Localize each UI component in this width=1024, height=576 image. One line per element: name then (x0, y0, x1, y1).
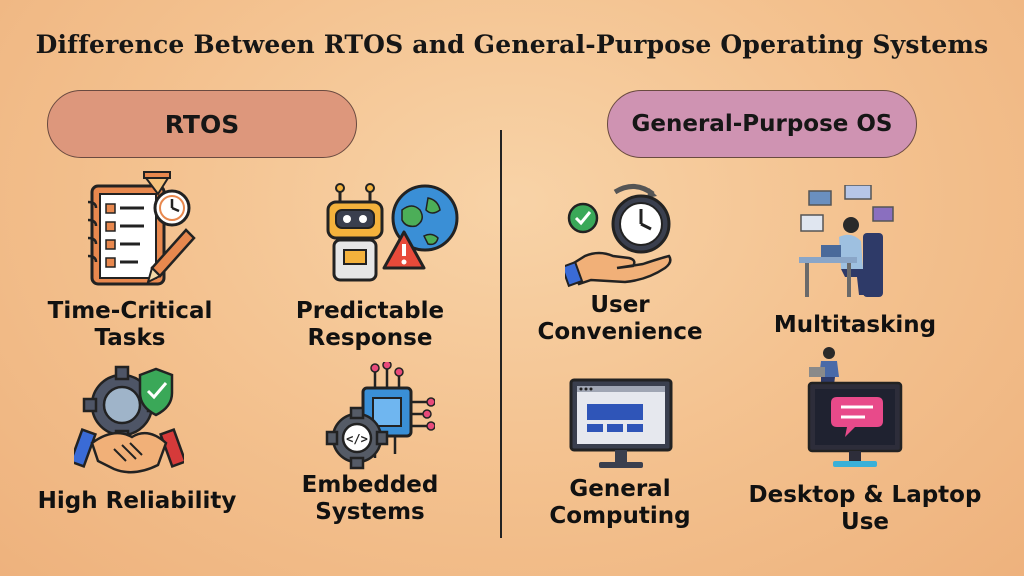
label-line: Predictable (295, 298, 445, 324)
label-desktop-laptop-use: Desktop & Laptop Use (730, 482, 1000, 536)
woman-desk-screens-icon (799, 185, 894, 297)
svg-text:</>: </> (346, 432, 368, 446)
hand-clock-check-icon (565, 184, 672, 288)
label-line: Desktop & Laptop (748, 482, 982, 508)
robot-globe-warning-icon (326, 183, 459, 282)
page-title: Difference Between RTOS and General-Purp… (35, 30, 989, 59)
rtos-heading-pill: RTOS (47, 90, 357, 158)
label-line: Multitasking (773, 312, 937, 338)
label-time-critical-tasks: Time-Critical Tasks (20, 298, 240, 352)
label-general-computing: General Computing (530, 476, 710, 530)
label-line: Computing (549, 503, 691, 529)
label-multitasking: Multitasking (755, 312, 955, 339)
column-divider (500, 130, 502, 538)
label-line: Convenience (537, 319, 703, 345)
label-high-reliability: High Reliability (12, 488, 262, 515)
label-line: Embedded (301, 472, 439, 498)
label-line: General (569, 476, 671, 502)
label-line: Use (841, 509, 889, 535)
label-line: Response (307, 325, 433, 351)
rtos-heading-label: RTOS (164, 109, 240, 139)
label-line: User (590, 292, 650, 318)
label-line: Tasks (94, 325, 166, 351)
monitor-chat-person-icon (807, 347, 903, 467)
label-line: Time-Critical (47, 298, 213, 324)
label-line: High Reliability (37, 488, 237, 514)
checklist-stopwatch-icon (87, 171, 196, 286)
chip-gear-code-icon: </> (325, 362, 435, 470)
label-user-convenience: User Convenience (520, 292, 720, 346)
label-embedded-systems: Embedded Systems (280, 472, 460, 526)
label-predictable-response: Predictable Response (270, 298, 470, 352)
computer-monitor-icon (569, 378, 673, 468)
gear-shield-handshake-icon (74, 365, 184, 474)
gpos-heading-label: General-Purpose OS (631, 111, 893, 137)
label-line: Systems (315, 499, 425, 525)
gpos-heading-pill: General-Purpose OS (607, 90, 917, 158)
